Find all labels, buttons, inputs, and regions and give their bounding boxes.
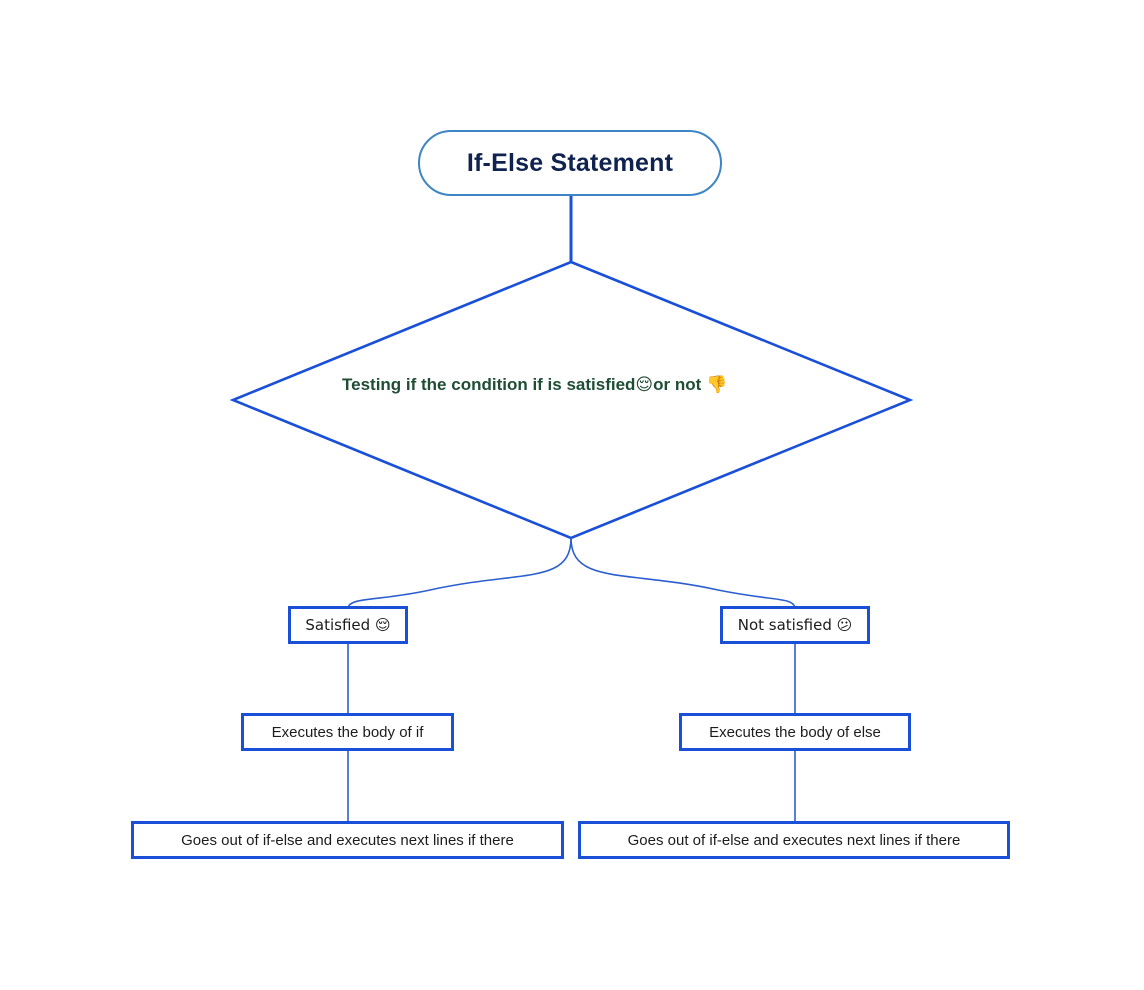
decision-node-label: Testing if the condition if is satisfied… bbox=[342, 375, 728, 394]
condition-node-satisfied-label: Satisfied 😌 bbox=[305, 616, 391, 634]
exit-node-left[interactable]: Goes out of if-else and executes next li… bbox=[131, 821, 564, 859]
title-node[interactable]: If-Else Statement bbox=[418, 130, 722, 196]
action-node-body-else[interactable]: Executes the body of else bbox=[679, 713, 911, 751]
decision-node[interactable]: Testing if the condition if is satisfied… bbox=[233, 262, 910, 539]
connector-decision-to-satisfied bbox=[347, 537, 572, 608]
title-node-label: If-Else Statement bbox=[466, 148, 674, 177]
condition-node-not-satisfied[interactable]: Not satisfied 😕 bbox=[720, 606, 870, 644]
action-node-body-if[interactable]: Executes the body of if bbox=[241, 713, 454, 751]
connector-decision-to-not-satisfied bbox=[570, 537, 796, 608]
exit-node-right[interactable]: Goes out of if-else and executes next li… bbox=[578, 821, 1010, 859]
exit-node-right-label: Goes out of if-else and executes next li… bbox=[627, 831, 961, 849]
action-node-body-else-label: Executes the body of else bbox=[709, 723, 881, 741]
condition-node-satisfied[interactable]: Satisfied 😌 bbox=[288, 606, 408, 644]
exit-node-left-label: Goes out of if-else and executes next li… bbox=[181, 831, 514, 849]
condition-node-not-satisfied-label: Not satisfied 😕 bbox=[737, 616, 853, 634]
action-node-body-if-label: Executes the body of if bbox=[271, 723, 424, 741]
